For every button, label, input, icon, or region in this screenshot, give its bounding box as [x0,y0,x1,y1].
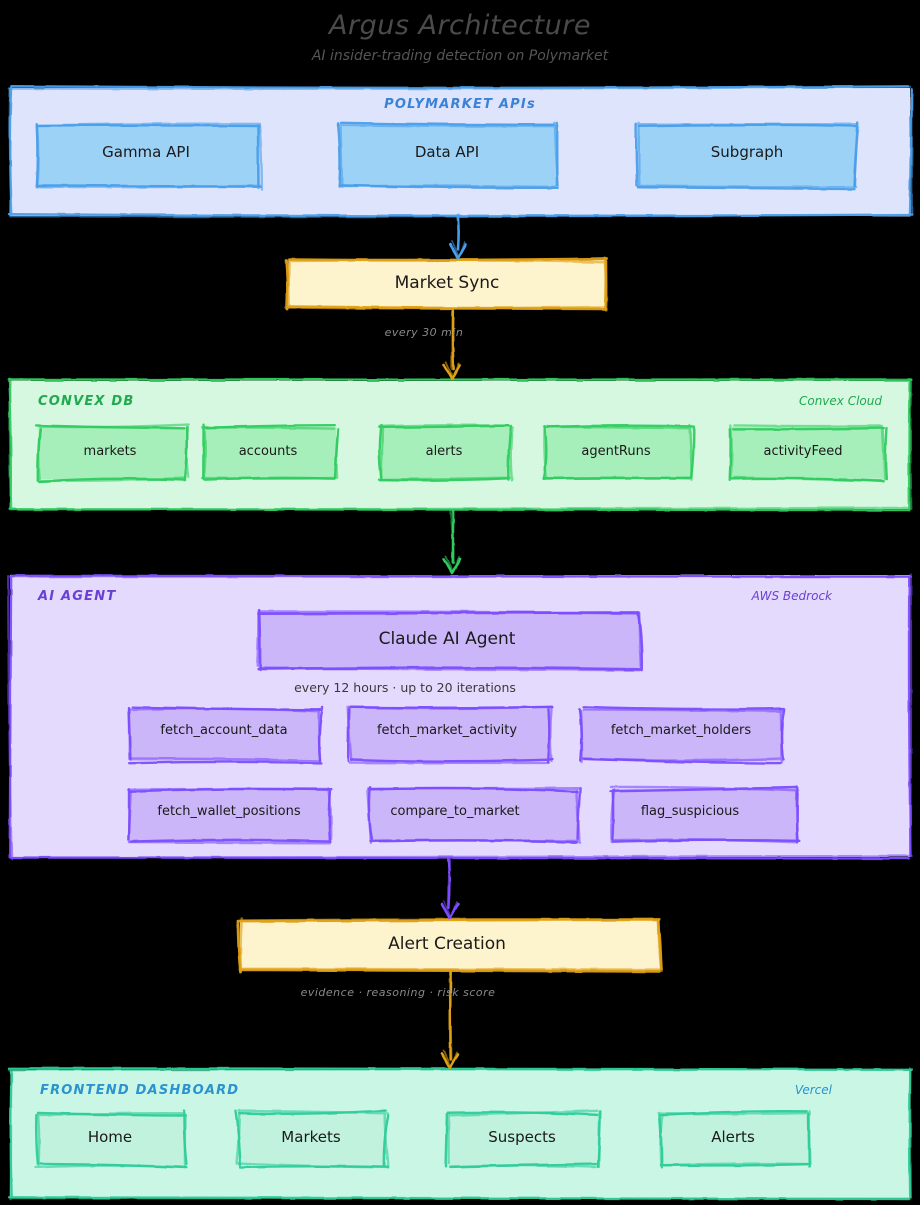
sketch-layer [6,85,914,1201]
diagram-canvas: Argus Architecture AI insider-trading de… [6,10,914,1201]
